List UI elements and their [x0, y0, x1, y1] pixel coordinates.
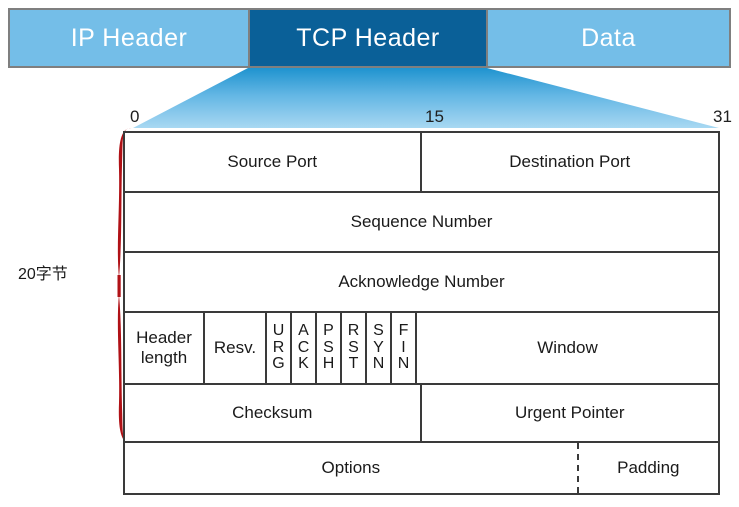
flag-rst-letter-2: S	[348, 338, 359, 356]
flag-fin-letter-3: N	[397, 355, 410, 373]
table-row-acknowledge: Acknowledge Number	[125, 253, 718, 313]
flag-psh-letter-3: H	[322, 355, 335, 373]
cell-destination-port[interactable]: Destination Port	[509, 152, 631, 171]
flag-ack-letter-1: A	[298, 322, 309, 340]
cell-flag-psh[interactable]: P S H	[317, 313, 342, 383]
flag-fin-letter-1: F	[398, 322, 409, 340]
twenty-byte-brace-group: 20字节	[18, 125, 140, 450]
flag-rst-letter-3: T	[348, 355, 359, 373]
ruler-tick-15: 15	[425, 107, 444, 126]
funnel-connector	[133, 68, 719, 128]
cell-acknowledge-number[interactable]: Acknowledge Number	[338, 272, 505, 291]
cell-sequence-number[interactable]: Sequence Number	[350, 212, 493, 231]
cell-checksum[interactable]: Checksum	[125, 385, 422, 441]
flag-ack-letter-2: C	[297, 338, 310, 356]
cell-flag-urg[interactable]: U R G	[267, 313, 292, 383]
table-row-sequence: Sequence Number	[125, 193, 718, 253]
cell-source-port[interactable]: Source Port	[125, 133, 422, 191]
flag-urg-letter-3: G	[272, 355, 285, 373]
packet-segment-ip-header[interactable]: IP Header	[8, 8, 250, 68]
flag-syn-letter-2: Y	[373, 338, 384, 356]
flag-syn-letter-1: S	[373, 322, 384, 340]
header-length-line-2: length	[140, 348, 188, 367]
cell-window[interactable]: Window	[537, 338, 598, 357]
table-row-flags: Header length Resv. U R G A C K P S H R …	[125, 313, 718, 385]
packet-segment-data[interactable]: Data	[486, 8, 731, 68]
cell-flag-ack[interactable]: A C K	[292, 313, 317, 383]
brace-label: 20字节	[18, 266, 68, 283]
flag-syn-letter-3: N	[372, 355, 385, 373]
ruler-tick-31: 31	[713, 107, 732, 126]
red-curly-brace-icon	[117, 128, 131, 444]
cell-padding[interactable]: Padding	[617, 458, 680, 477]
flag-psh-letter-1: P	[323, 322, 334, 340]
cell-flag-rst[interactable]: R S T	[342, 313, 367, 383]
packet-structure-strip: IP Header TCP Header Data	[8, 8, 731, 68]
header-length-line-1: Header	[136, 328, 192, 348]
flag-urg-letter-1: U	[272, 322, 285, 340]
flag-urg-letter-2: R	[272, 338, 285, 356]
table-row-checksum: Checksum Urgent Pointer	[125, 385, 718, 443]
cell-reserved[interactable]: Resv.	[205, 313, 267, 383]
bit-ruler: 0 15 31	[0, 104, 739, 130]
cell-header-length[interactable]: Header length	[125, 313, 205, 383]
table-row-ports: Source Port Destination Port	[125, 133, 718, 193]
ruler-tick-0: 0	[130, 107, 140, 126]
flag-ack-letter-3: K	[298, 355, 309, 373]
cell-flag-syn[interactable]: S Y N	[367, 313, 392, 383]
table-row-options: Options Padding	[125, 443, 718, 493]
flag-psh-letter-2: S	[323, 338, 334, 356]
packet-segment-tcp-header[interactable]: TCP Header	[248, 8, 488, 68]
cell-options[interactable]: Options	[125, 443, 579, 493]
flag-fin-letter-2: I	[401, 338, 406, 356]
flag-rst-letter-1: R	[347, 322, 360, 340]
cell-flag-fin[interactable]: F I N	[392, 313, 417, 383]
tcp-header-table: Source Port Destination Port Sequence Nu…	[123, 131, 720, 495]
cell-urgent-pointer[interactable]: Urgent Pointer	[514, 403, 625, 422]
